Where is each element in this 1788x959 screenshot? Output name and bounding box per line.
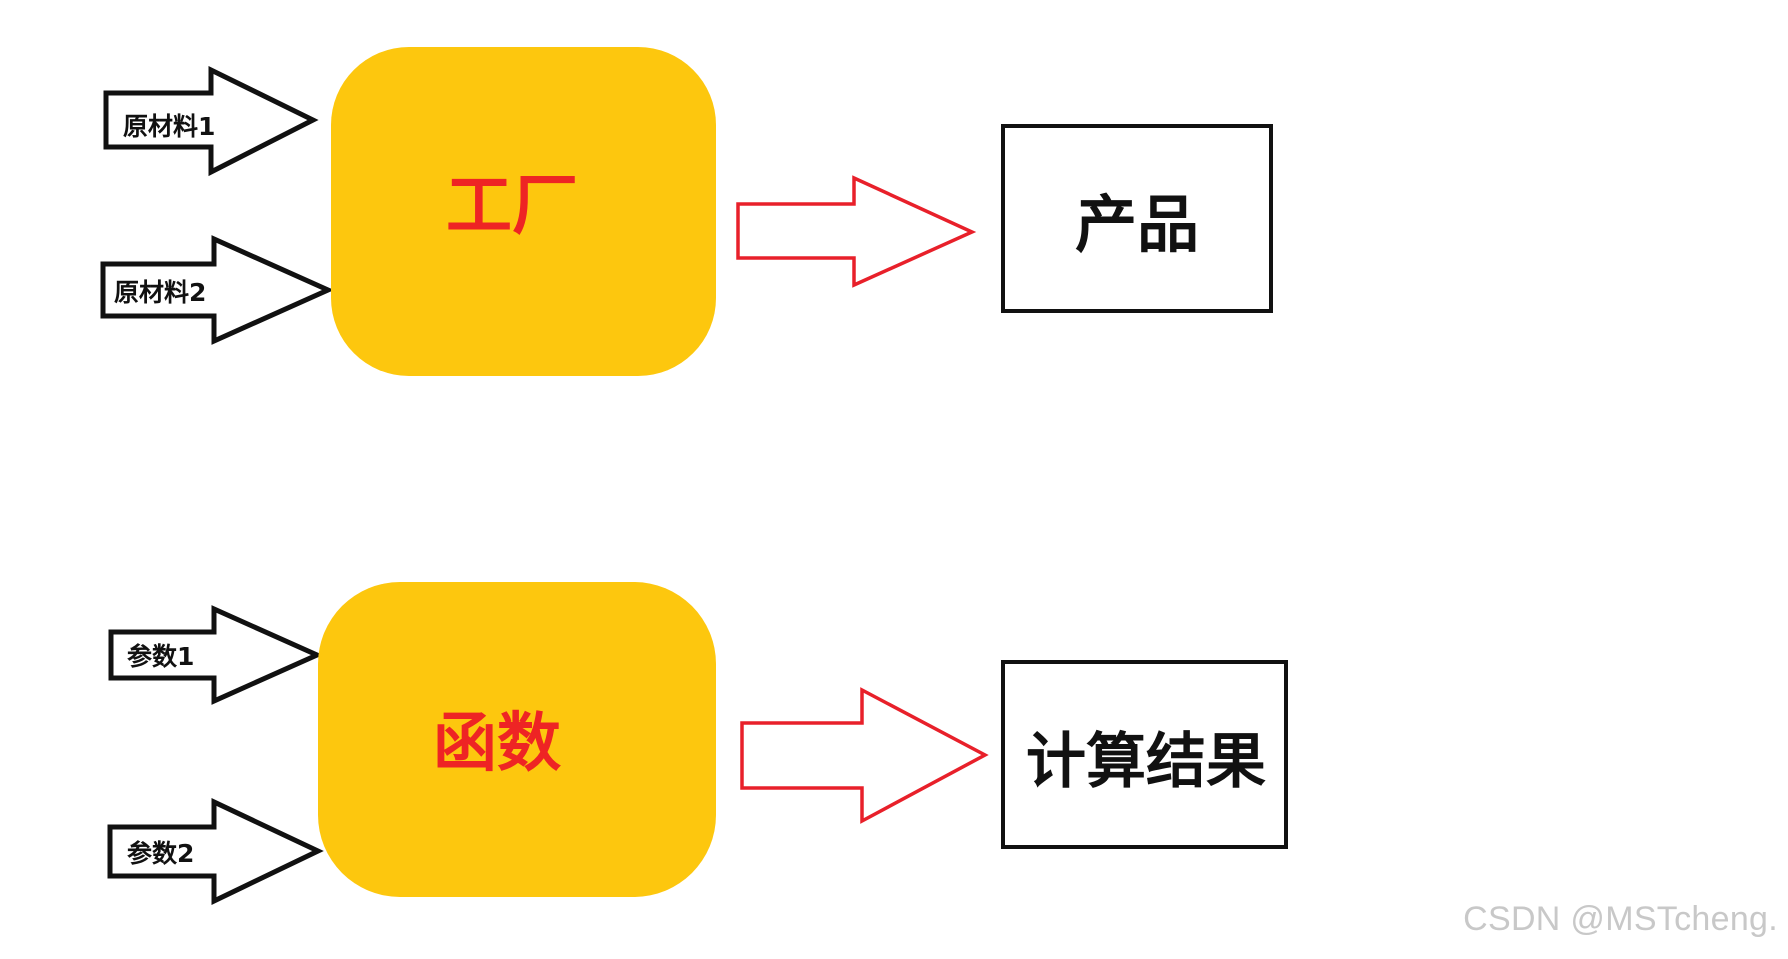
top-input-arrow-2-shape [100,235,335,345]
function-box-shape [318,582,716,897]
result-box: 计算结果 [1001,660,1288,849]
bottom-forward-arrow [740,687,989,824]
bottom-input-label-1: 参数1 [127,642,194,671]
bottom-input-arrow-2-shape [107,798,324,905]
bottom-input-arrow-1: 参数1 [108,605,324,705]
result-box-shape [1001,660,1288,849]
product-box: 产品 [1001,124,1273,313]
top-input-label-2: 原材料2 [114,278,206,307]
bottom-input-label-2: 参数2 [127,839,194,868]
top-input-arrow-2: 原材料2 [100,235,335,345]
product-box-shape [1001,124,1273,313]
result-box-label: 计算结果 [1026,727,1266,797]
factory-box: 工厂 [331,47,716,376]
top-input-label-1: 原材料1 [123,112,215,141]
bottom-row: 参数1 参数2 函数 计算结果 [107,582,1288,905]
function-box-label: 函数 [433,707,561,781]
bottom-input-arrow-2: 参数2 [107,798,324,905]
top-forward-arrow [736,175,977,288]
watermark: CSDN @MSTcheng. [1463,900,1778,938]
top-input-arrow-1: 原材料1 [103,65,319,177]
top-row: 原材料1 原材料2 工厂 产品 [100,47,1273,376]
factory-box-shape [331,47,716,376]
top-input-arrow-1-shape [103,65,319,177]
bottom-input-arrow-1-shape [108,605,324,705]
factory-box-label: 工厂 [446,167,578,244]
product-box-label: 产品 [1075,188,1199,261]
function-box: 函数 [318,582,716,897]
